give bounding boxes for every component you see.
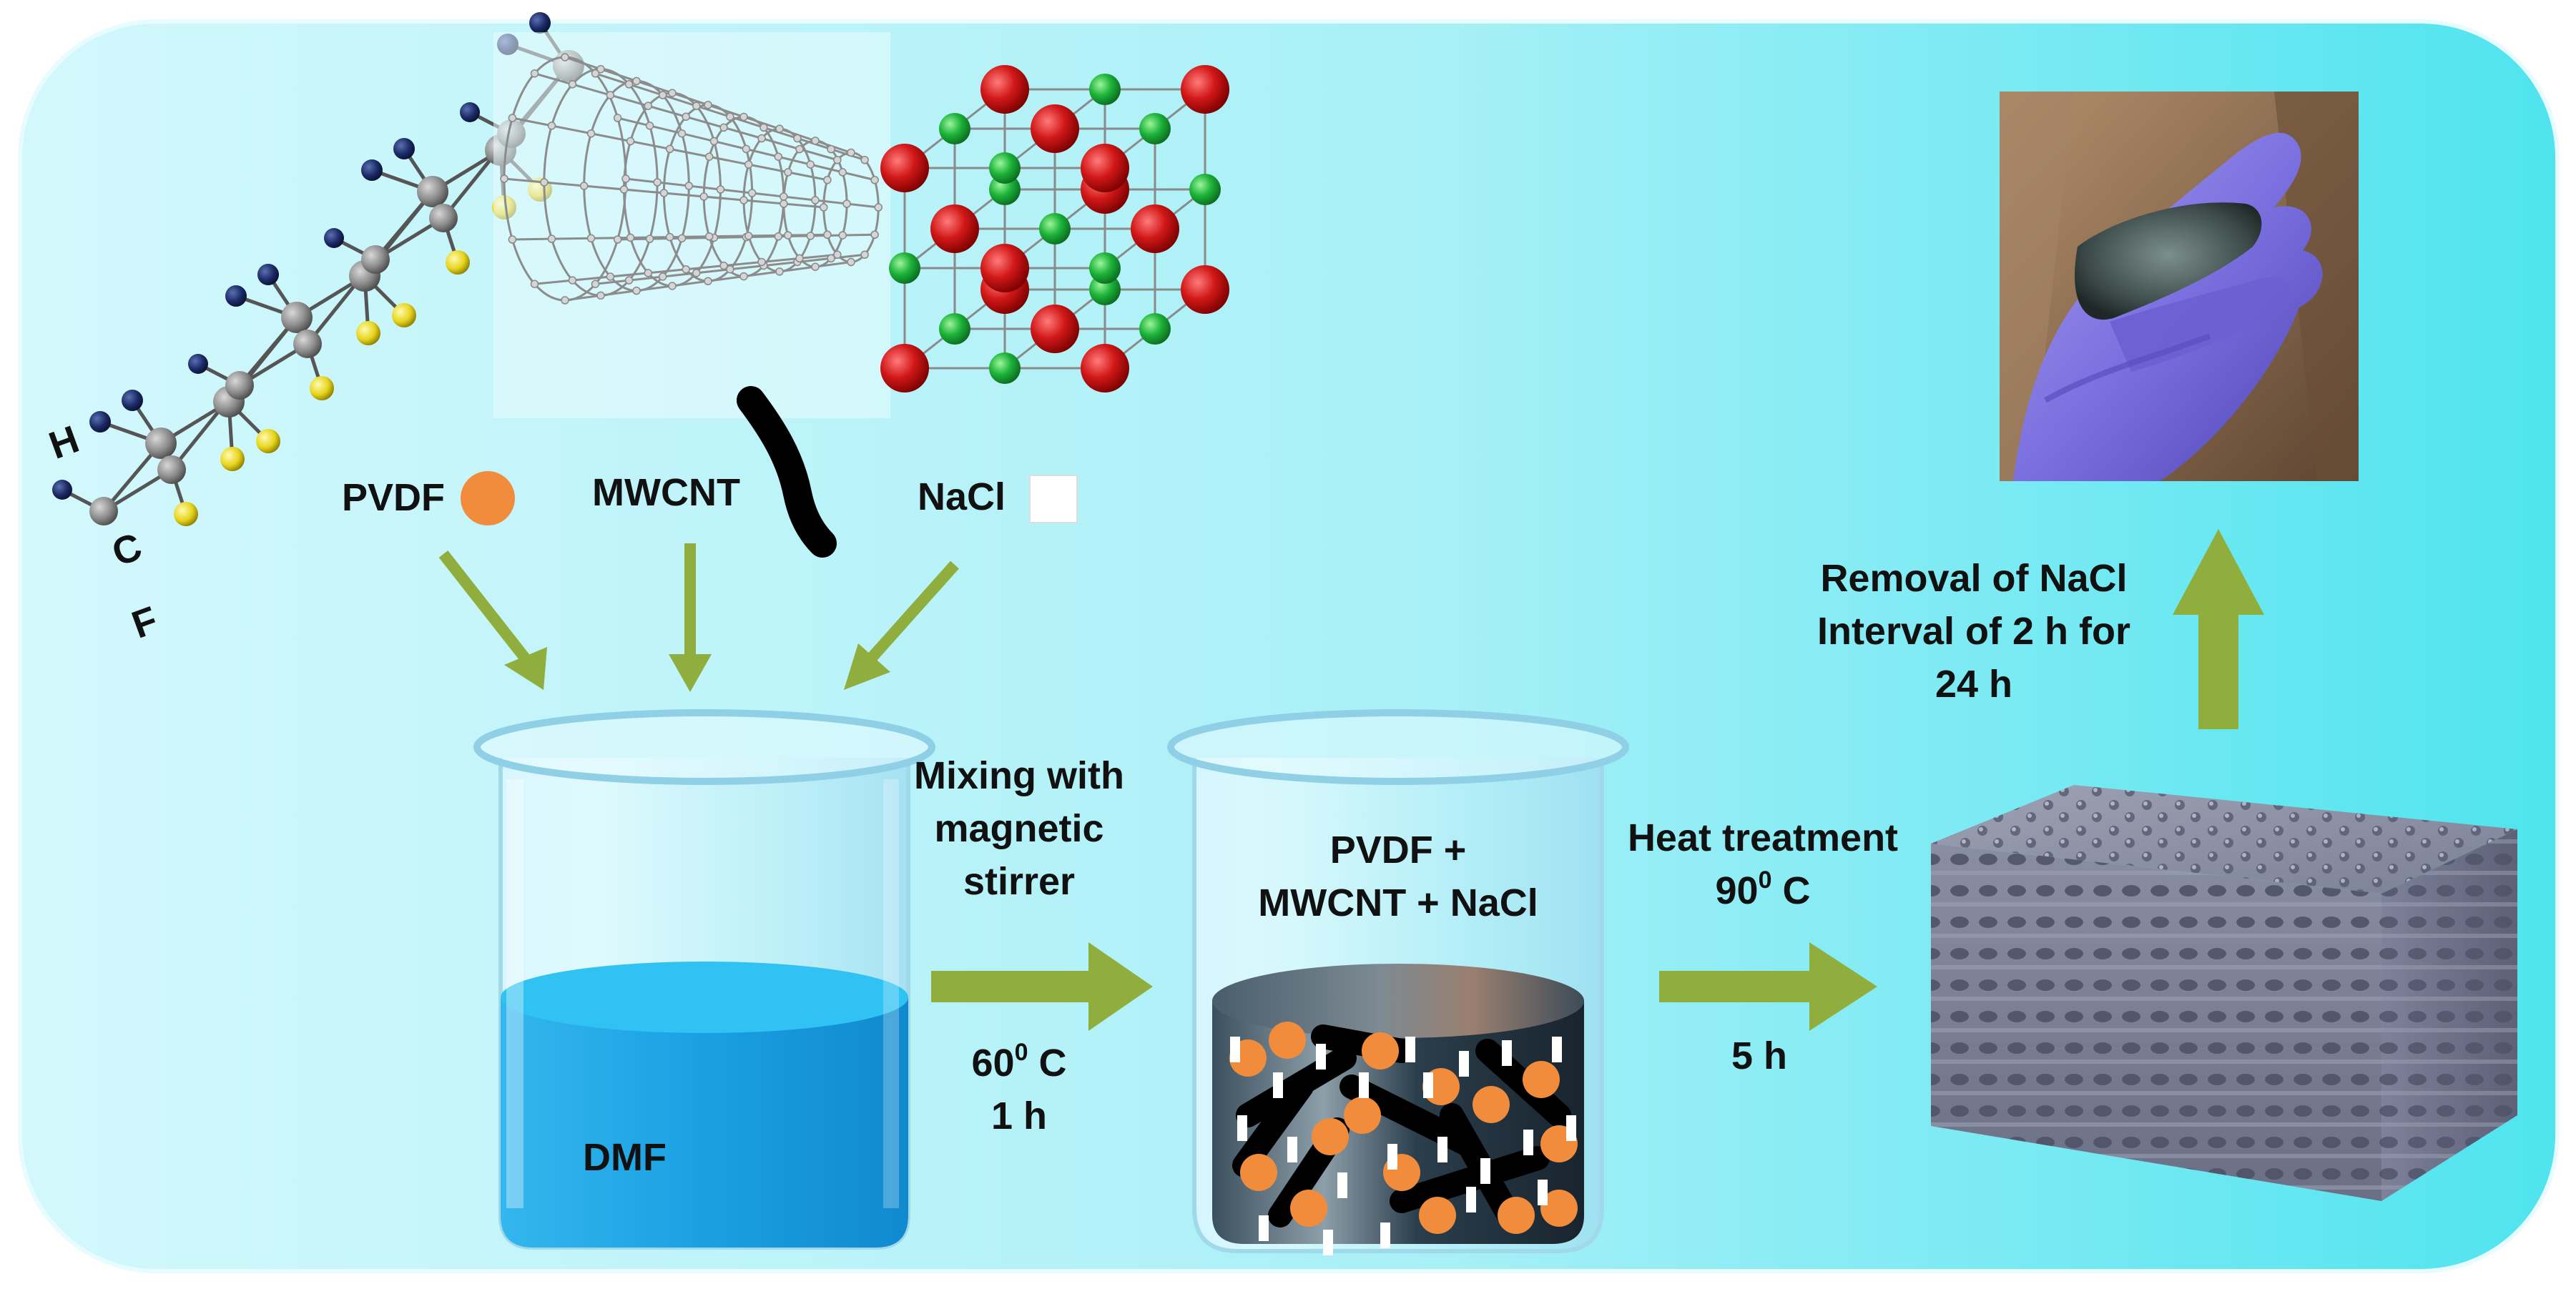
input-arrows	[438, 543, 959, 692]
gloved-hand-sample-photo	[2000, 92, 2359, 481]
step3-line-3: 24 h	[1935, 663, 2013, 706]
pvdf-legend-dot	[461, 471, 515, 525]
step2-description: Heat treatment 900 C	[1613, 811, 1913, 917]
step1-description: Mixing with magnetic stirrer	[905, 749, 1134, 908]
mixture-line-1: PVDF +	[1329, 829, 1467, 871]
mixture-line-2: MWCNT + NaCl	[1258, 881, 1538, 924]
step3-description: Removal of NaCl Interval of 2 h for 24 h	[1788, 552, 2160, 711]
mwcnt-label: MWCNT	[592, 471, 740, 514]
step1-temperature: 600 C	[971, 1039, 1067, 1085]
beaker-mixture	[1167, 709, 1629, 1255]
process-arrow-3	[2173, 529, 2264, 729]
step1-line-3: stirrer	[963, 860, 1076, 903]
nacl-crystal-lattice-icon	[880, 65, 1229, 392]
step3-line-2: Interval of 2 h for	[1817, 610, 2131, 653]
dmf-label: DMF	[583, 1136, 667, 1179]
process-arrow-2	[1659, 942, 1877, 1031]
porous-foam-block-icon	[1931, 785, 2517, 1201]
step1-conditions: 600 C 1 h	[933, 1037, 1105, 1142]
process-arrow-1	[931, 942, 1153, 1031]
step2-temperature: 900 C	[1715, 866, 1811, 912]
beaker-dmf	[473, 709, 935, 1250]
nacl-label: NaCl	[918, 475, 1006, 518]
step2-time: 5 h	[1731, 1034, 1788, 1077]
carbon-nanotube-icon	[493, 32, 890, 558]
mixture-label: PVDF + MWCNT + NaCl	[1230, 824, 1566, 929]
step2-line-1: Heat treatment	[1627, 816, 1899, 859]
step3-line-1: Removal of NaCl	[1820, 557, 2128, 600]
step1-line-2: magnetic	[934, 807, 1104, 850]
step1-time: 1 h	[990, 1095, 1048, 1137]
nacl-legend-square	[1029, 475, 1078, 523]
step1-line-1: Mixing with	[914, 754, 1124, 797]
pvdf-label: PVDF	[342, 476, 446, 519]
